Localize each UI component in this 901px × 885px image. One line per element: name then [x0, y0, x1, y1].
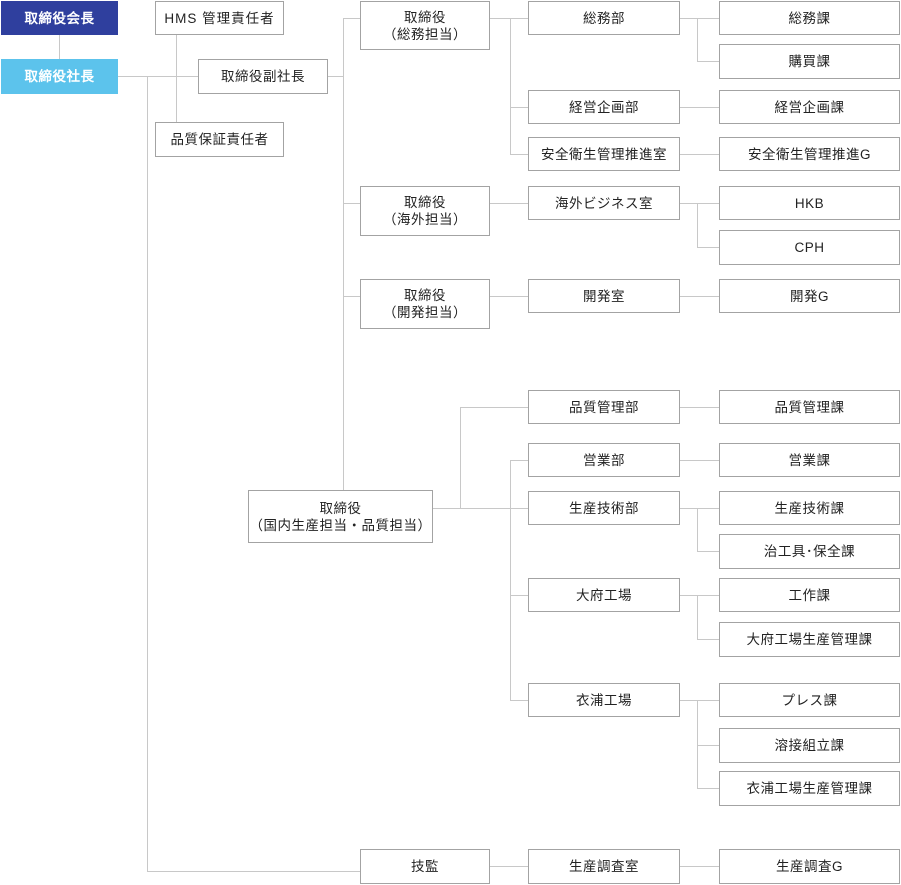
hms-manager-box: HMS 管理責任者 [155, 1, 284, 35]
sec-jig-maintenance-box: 治工具･保全課 [719, 534, 900, 569]
president-box: 取締役社長 [1, 59, 118, 94]
sec-sales-box: 営業課 [719, 443, 900, 477]
director-overseas-box: 取締役 （海外担当） [360, 186, 490, 236]
vice-president-box: 取締役副社長 [198, 59, 328, 94]
dept-production-survey-box: 生産調査室 [528, 849, 680, 884]
dept-obu-factory-box: 大府工場 [528, 578, 680, 612]
sec-planning-box: 経営企画課 [719, 90, 900, 124]
dept-development-box: 開発室 [528, 279, 680, 313]
sec-production-survey-g-box: 生産調査G [719, 849, 900, 884]
sec-cph-box: CPH [719, 230, 900, 265]
sec-general-affairs-box: 総務課 [719, 1, 900, 35]
dept-kinuura-factory-box: 衣浦工場 [528, 683, 680, 717]
qa-manager-box: 品質保証責任者 [155, 122, 284, 157]
sec-purchasing-box: 購買課 [719, 44, 900, 79]
director-development-box: 取締役 （開発担当） [360, 279, 490, 329]
dept-planning-box: 経営企画部 [528, 90, 680, 124]
dept-sales-box: 営業部 [528, 443, 680, 477]
sec-hkb-box: HKB [719, 186, 900, 220]
director-general-affairs-box: 取締役 （総務担当） [360, 1, 490, 50]
sec-obu-production-mgmt-box: 大府工場生産管理課 [719, 622, 900, 657]
dept-overseas-business-box: 海外ビジネス室 [528, 186, 680, 220]
sec-machining-box: 工作課 [719, 578, 900, 612]
dept-safety-box: 安全衛生管理推進室 [528, 137, 680, 171]
chairman-box: 取締役会長 [1, 1, 118, 35]
sec-quality-box: 品質管理課 [719, 390, 900, 424]
director-domestic-production-box: 取締役 （国内生産担当・品質担当） [248, 490, 433, 543]
sec-production-tech-box: 生産技術課 [719, 491, 900, 525]
sec-press-box: プレス課 [719, 683, 900, 717]
sec-development-g-box: 開発G [719, 279, 900, 313]
dept-production-tech-box: 生産技術部 [528, 491, 680, 525]
dept-quality-box: 品質管理部 [528, 390, 680, 424]
dept-general-affairs-box: 総務部 [528, 1, 680, 35]
engineering-supervisor-box: 技監 [360, 849, 490, 884]
sec-welding-assembly-box: 溶接組立課 [719, 728, 900, 763]
sec-safety-g-box: 安全衛生管理推進G [719, 137, 900, 171]
sec-kinuura-production-mgmt-box: 衣浦工場生産管理課 [719, 771, 900, 806]
